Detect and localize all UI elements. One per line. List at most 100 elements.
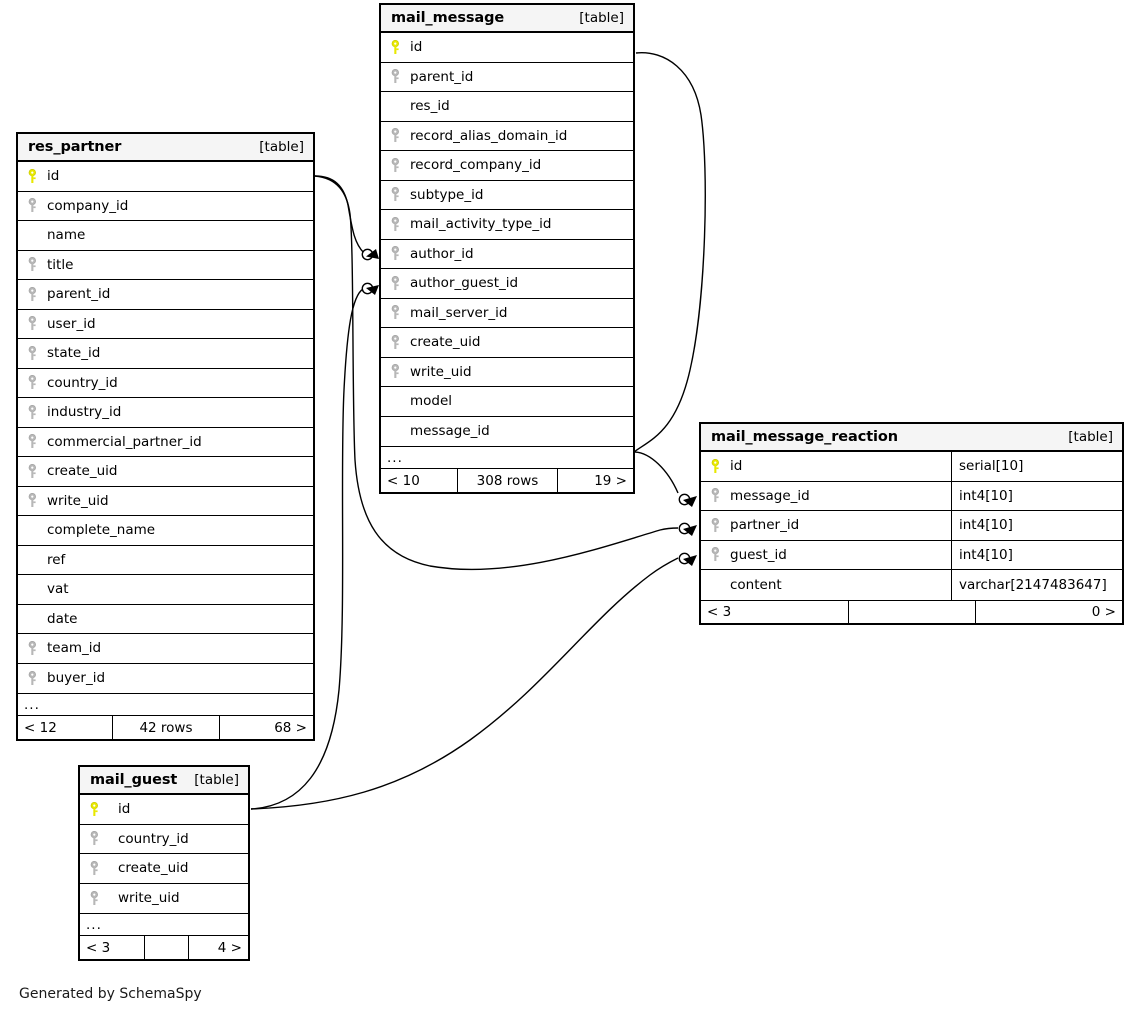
column-cell: ref — [18, 546, 313, 575]
footer-children-count[interactable]: 4 > — [187, 936, 248, 959]
table-row[interactable]: country_id — [80, 824, 248, 854]
column-name: guest_id — [730, 546, 787, 563]
column-cell: id — [80, 795, 248, 824]
table-row[interactable]: create_uid — [18, 457, 313, 487]
column-type: int4[10] — [951, 481, 1122, 510]
table-row[interactable]: content varchar[2147483647] — [701, 570, 1122, 600]
table-row[interactable]: parent_id — [381, 62, 633, 92]
table-row[interactable]: team_id — [18, 634, 313, 664]
column-list: id company_id name — [18, 162, 313, 693]
table-kind-label: [table] — [579, 10, 624, 26]
column-list: id serial[10] message_id int4[10] — [701, 452, 1122, 600]
column-name: model — [410, 393, 453, 410]
table-row[interactable]: create_uid — [381, 328, 633, 358]
column-name: mail_server_id — [410, 304, 508, 321]
column-cell: create_uid — [381, 328, 633, 357]
column-cell: author_guest_id — [381, 269, 633, 298]
foreign-key-icon — [28, 257, 47, 272]
table-header-mail_message_reaction: mail_message_reaction [table] — [701, 424, 1122, 452]
table-row[interactable]: author_guest_id — [381, 269, 633, 299]
column-cell: vat — [18, 575, 313, 604]
column-name: record_company_id — [410, 157, 542, 174]
table-row[interactable]: id serial[10] — [701, 452, 1122, 482]
table-row[interactable]: name — [18, 221, 313, 251]
table-row[interactable]: parent_id — [18, 280, 313, 310]
foreign-key-icon — [28, 493, 47, 508]
table-row[interactable]: buyer_id — [18, 663, 313, 694]
table-row[interactable]: user_id — [18, 309, 313, 339]
foreign-key-icon — [391, 305, 410, 320]
primary-key-icon — [391, 39, 410, 55]
column-name: subtype_id — [410, 186, 484, 203]
table-mail_message_reaction[interactable]: mail_message_reaction [table] id serial[… — [699, 422, 1124, 625]
column-cell: company_id — [18, 192, 313, 221]
foreign-key-icon — [28, 404, 47, 420]
footer-children-count[interactable]: 19 > — [557, 469, 633, 492]
table-row[interactable]: res_id — [381, 92, 633, 122]
table-row[interactable]: mail_activity_type_id — [381, 210, 633, 240]
foreign-key-icon — [391, 69, 410, 84]
column-name: commercial_partner_id — [47, 433, 202, 450]
table-row[interactable]: id — [18, 162, 313, 192]
table-row[interactable]: id — [381, 33, 633, 63]
table-row[interactable]: write_uid — [80, 883, 248, 913]
table-row[interactable]: title — [18, 250, 313, 280]
column-name: create_uid — [118, 860, 189, 877]
footer-parents-count[interactable]: < 10 — [387, 472, 420, 489]
table-row[interactable]: commercial_partner_id — [18, 427, 313, 457]
table-row[interactable]: record_company_id — [381, 151, 633, 181]
table-row[interactable]: complete_name — [18, 516, 313, 546]
table-row[interactable]: write_uid — [381, 357, 633, 387]
column-cell: parent_id — [18, 280, 313, 309]
table-title: mail_guest — [90, 772, 178, 788]
table-row[interactable]: model — [381, 387, 633, 417]
column-name: author_guest_id — [410, 275, 519, 292]
column-list: id parent_id res_id — [381, 33, 633, 446]
column-cell: create_uid — [18, 457, 313, 486]
column-cell: record_alias_domain_id — [381, 122, 633, 151]
column-cell: subtype_id — [381, 181, 633, 210]
column-name: partner_id — [730, 517, 800, 534]
footer-parents-count[interactable]: < 3 — [707, 603, 732, 620]
table-row[interactable]: partner_id int4[10] — [701, 511, 1122, 541]
table-row[interactable]: create_uid — [80, 854, 248, 884]
table-res_partner[interactable]: res_partner [table] id company_id — [16, 132, 315, 741]
column-cell: name — [18, 221, 313, 250]
footer-children-count[interactable]: 0 > — [974, 600, 1122, 623]
table-mail_message[interactable]: mail_message [table] id parent_id — [379, 3, 635, 494]
table-row[interactable]: write_uid — [18, 486, 313, 516]
footer-children-count[interactable]: 68 > — [218, 716, 313, 739]
table-row[interactable]: message_id int4[10] — [701, 481, 1122, 511]
table-title: res_partner — [28, 139, 122, 155]
table-row[interactable]: guest_id int4[10] — [701, 540, 1122, 570]
table-row[interactable]: country_id — [18, 368, 313, 398]
table-row[interactable]: state_id — [18, 339, 313, 369]
table-row[interactable]: author_id — [381, 239, 633, 269]
table-footer-res_partner: < 12 42 rows 68 > — [18, 716, 313, 739]
table-kind-label: [table] — [194, 772, 239, 788]
table-footer-mail_guest: < 3 4 > — [80, 936, 248, 959]
column-cell: message_id — [381, 417, 633, 447]
table-row[interactable]: message_id — [381, 416, 633, 447]
table-row[interactable]: record_alias_domain_id — [381, 121, 633, 151]
table-row[interactable]: id — [80, 795, 248, 825]
column-cell: buyer_id — [18, 664, 313, 694]
column-cell: res_id — [381, 92, 633, 121]
table-row[interactable]: company_id — [18, 191, 313, 221]
column-cell: commercial_partner_id — [18, 428, 313, 457]
table-row[interactable]: date — [18, 604, 313, 634]
table-row[interactable]: ref — [18, 545, 313, 575]
column-name: vat — [47, 581, 69, 598]
table-row[interactable]: industry_id — [18, 398, 313, 428]
column-name: id — [118, 801, 131, 818]
column-cell: title — [18, 251, 313, 280]
column-cell: author_id — [381, 240, 633, 269]
foreign-key-icon — [391, 128, 410, 143]
footer-row-count — [848, 600, 974, 623]
footer-parents-count[interactable]: < 12 — [24, 719, 57, 736]
table-row[interactable]: mail_server_id — [381, 298, 633, 328]
footer-parents-count[interactable]: < 3 — [86, 939, 111, 956]
table-mail_guest[interactable]: mail_guest [table] id country_id — [78, 765, 250, 961]
table-row[interactable]: subtype_id — [381, 180, 633, 210]
table-row[interactable]: vat — [18, 575, 313, 605]
